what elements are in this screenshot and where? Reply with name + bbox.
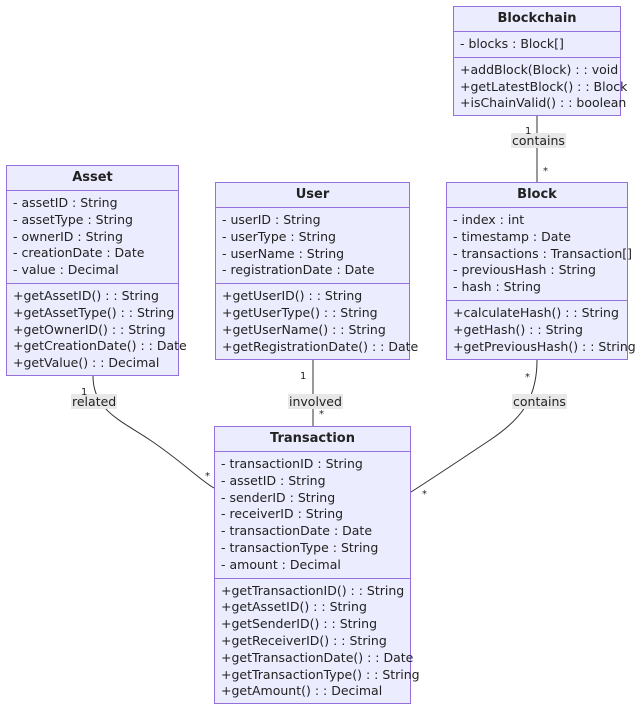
- method: +getAmount() : : Decimal: [221, 683, 383, 699]
- attribute: - transactionID : String: [221, 456, 363, 471]
- method: +getReceiverID() : : String: [221, 632, 387, 648]
- attribute: - transactionType : String: [221, 539, 379, 555]
- attribute: - userName : String: [222, 245, 345, 261]
- attribute: - creationDate : Date: [13, 245, 145, 261]
- method: +getValue() : : Decimal: [13, 355, 160, 371]
- attribute: - userType : String: [222, 228, 336, 244]
- attributes-section: - userID : String - userType : String - …: [216, 208, 409, 285]
- attribute: - registrationDate : Date: [222, 262, 375, 278]
- attribute: - assetID : String: [13, 195, 118, 210]
- multiplicity-transaction-end: *: [422, 489, 427, 500]
- class-name: Blockchain: [454, 7, 620, 32]
- method: +getTransactionID() : : String: [221, 582, 405, 598]
- method: +getLatestBlock() : : Block: [460, 78, 628, 94]
- method: +getTransactionDate() : : Date: [221, 649, 414, 665]
- method: +getTransactionType() : : String: [221, 666, 420, 682]
- method: +getUserID() : : String: [222, 288, 363, 304]
- method: +getAssetID() : : String: [221, 599, 367, 615]
- multiplicity-blockchain-end: 1: [525, 126, 532, 137]
- attribute: - timestamp : Date: [453, 228, 571, 244]
- attribute: - value : Decimal: [13, 262, 119, 278]
- attribute: - assetType : String: [13, 211, 133, 227]
- method: +getHash() : : String: [453, 321, 583, 337]
- attribute: - senderID : String: [221, 489, 336, 505]
- method: +getCreationDate() : : Date: [13, 338, 187, 354]
- method: +isChainValid() : : boolean: [460, 95, 627, 111]
- method: +getUserName() : : String: [222, 321, 386, 337]
- attribute: - assetID : String: [221, 472, 326, 488]
- class-name: Asset: [7, 166, 178, 191]
- multiplicity-block-end: *: [543, 166, 548, 177]
- multiplicity-asset-end: 1: [81, 387, 88, 398]
- attribute: - userID : String: [222, 212, 321, 227]
- method: +calculateHash() : : String: [453, 304, 619, 320]
- method: +getRegistrationDate() : : Date: [222, 338, 419, 354]
- multiplicity-block-end: *: [525, 372, 530, 383]
- attribute: - transactions : Transaction[]: [453, 245, 633, 261]
- attributes-section: - assetID : String - assetType : String …: [7, 191, 178, 284]
- class-user[interactable]: User - userID : String - userType : Stri…: [215, 182, 419, 360]
- attribute: - hash : String: [453, 279, 541, 295]
- class-block[interactable]: Block - index : int - timestamp : Date -…: [446, 182, 636, 360]
- class-blockchain[interactable]: Blockchain - blocks : Block[] +addBlock(…: [453, 6, 628, 116]
- class-name: Transaction: [215, 427, 410, 452]
- class-asset[interactable]: Asset - assetID : String - assetType : S…: [6, 165, 187, 376]
- relation-label-blockchain-block: contains: [511, 133, 566, 148]
- methods-section: +getUserID() : : String +getUserType() :…: [216, 284, 419, 359]
- method: +getAssetType() : : String: [13, 304, 175, 320]
- class-transaction[interactable]: Transaction - transactionID : String - a…: [214, 426, 420, 705]
- multiplicity-transaction-end: *: [319, 409, 324, 420]
- attributes-section: - transactionID : String - assetID : Str…: [215, 452, 410, 579]
- method: +getUserType() : : String: [222, 304, 378, 320]
- class-name: Block: [447, 183, 627, 208]
- class-name: User: [216, 183, 409, 208]
- methods-section: +getTransactionID() : : String +getAsset…: [215, 579, 420, 705]
- method: +getOwnerID() : : String: [13, 321, 166, 337]
- method: +getPreviousHash() : : String: [453, 338, 636, 354]
- edge-asset-transaction: [92, 375, 215, 489]
- attributes-section: - index : int - timestamp : Date - trans…: [447, 208, 633, 301]
- multiplicity-user-end: 1: [300, 371, 307, 382]
- attribute: - receiverID : String: [221, 506, 344, 522]
- method: +addBlock(Block) : : void: [460, 61, 619, 77]
- method: +getAssetID() : : String: [13, 287, 159, 303]
- method: +getSenderID() : : String: [221, 616, 378, 632]
- attribute: - previousHash : String: [453, 262, 596, 278]
- multiplicity-transaction-end: *: [205, 471, 210, 482]
- attributes-section: - blocks : Block[]: [454, 32, 620, 58]
- relation-label-asset-transaction: related: [71, 394, 118, 409]
- methods-section: +getAssetID() : : String +getAssetType()…: [7, 284, 187, 376]
- relation-label-block-transaction: contains: [512, 394, 567, 409]
- edge-block-transaction: [410, 359, 538, 493]
- attribute: - blocks : Block[]: [460, 36, 564, 51]
- relation-label-user-transaction: involved: [288, 394, 343, 409]
- methods-section: +calculateHash() : : String +getHash() :…: [447, 301, 636, 359]
- attribute: - ownerID : String: [13, 228, 123, 244]
- attribute: - amount : Decimal: [221, 556, 341, 572]
- methods-section: +addBlock(Block) : : void +getLatestBloc…: [454, 58, 628, 116]
- attribute: - index : int: [453, 212, 525, 227]
- attribute: - transactionDate : Date: [221, 523, 373, 539]
